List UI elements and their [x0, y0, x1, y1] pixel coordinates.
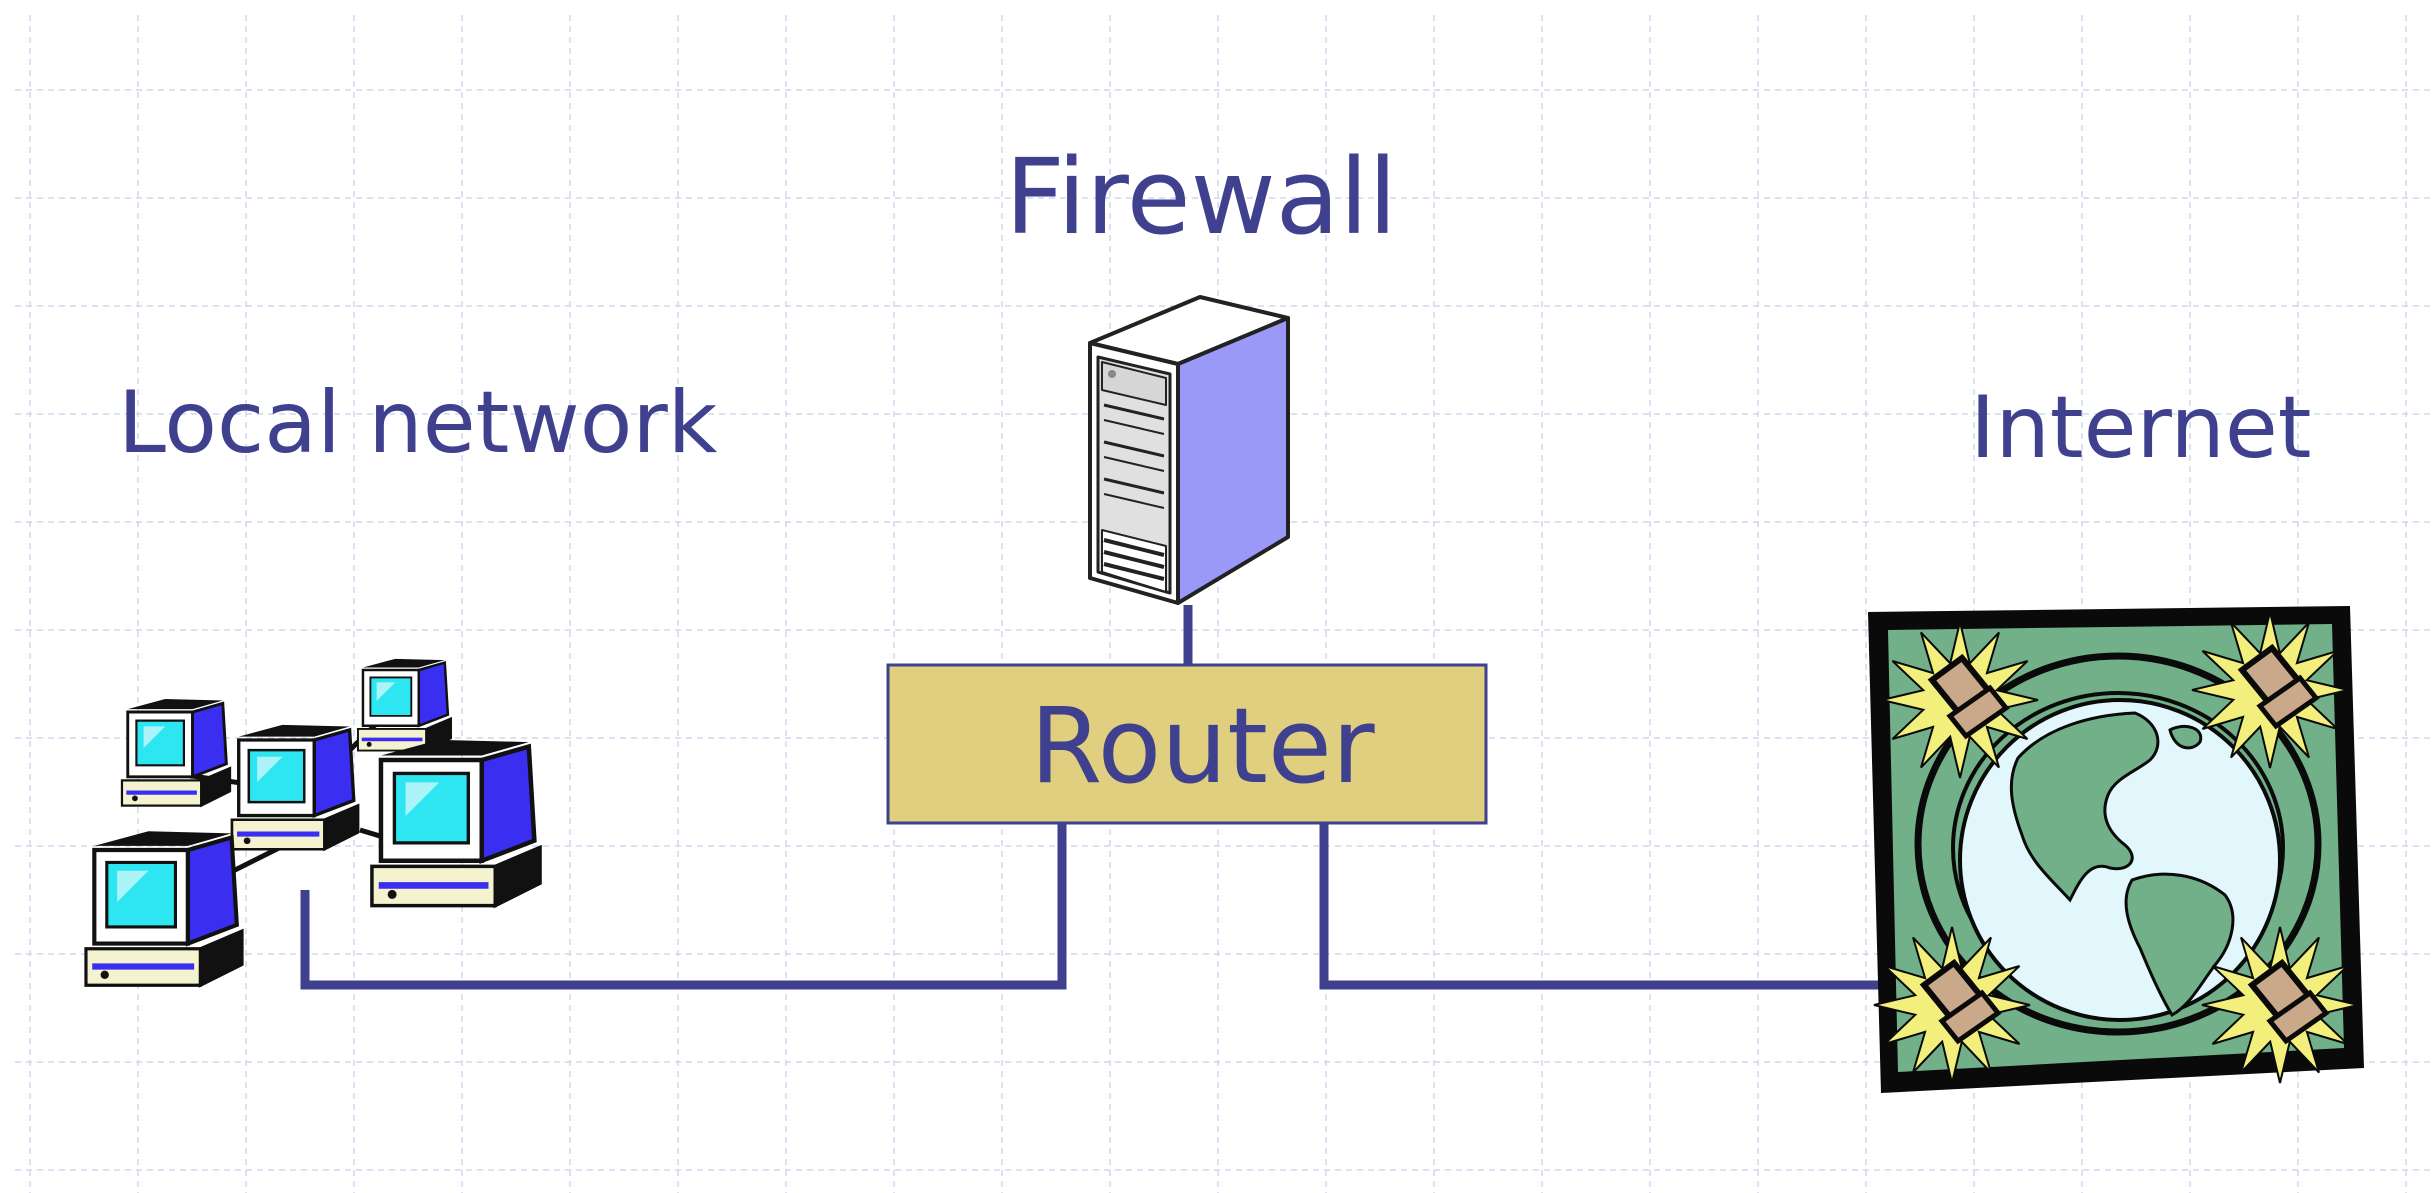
networked-computers-icon	[84, 658, 542, 988]
internet-label: Internet	[1970, 378, 2312, 478]
router-box	[886, 663, 1488, 825]
local-network-label: Local network	[118, 373, 718, 473]
server-tower-icon	[1088, 295, 1290, 605]
firewall-label: Firewall	[1005, 136, 1398, 258]
router-internet-link	[1319, 823, 1935, 990]
router-label: Router	[1030, 685, 1375, 807]
router-local-network-link	[300, 823, 1067, 990]
globe-with-computers-icon	[1868, 606, 2364, 1093]
